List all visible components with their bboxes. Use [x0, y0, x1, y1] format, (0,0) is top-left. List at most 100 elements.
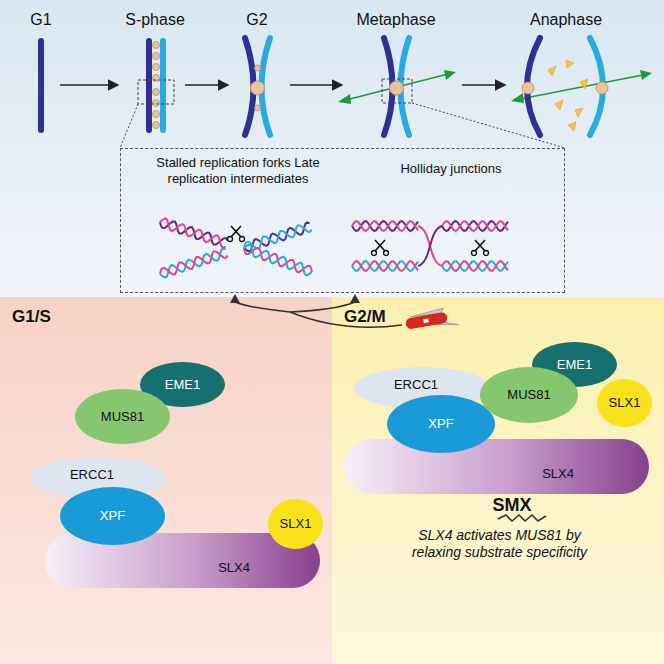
drawing-part [548, 66, 556, 76]
background [0, 0, 664, 297]
pull-arrow [444, 70, 456, 80]
dna-strand [442, 261, 508, 271]
protein-label: XPF [428, 416, 453, 432]
zoom-box [138, 80, 174, 104]
drawing-part [568, 122, 576, 131]
protein-blob: MUS81 [75, 389, 170, 444]
cohesin-beads [251, 65, 265, 111]
drawing-part [384, 251, 389, 256]
pull-arrow [338, 94, 351, 104]
dna-strand [418, 226, 442, 266]
drawing-part [410, 308, 444, 319]
dna-strand [352, 221, 418, 231]
scissors-icon [228, 226, 245, 242]
protein-label: MUS81 [101, 409, 144, 425]
inset-box: Stalled replication forks Late replicati… [120, 148, 565, 293]
drawing-part [412, 103, 565, 148]
protein-label: SLX4 [542, 466, 574, 482]
zoom-box [382, 79, 412, 103]
panel-text: Holliday junctions [366, 161, 536, 177]
dna-strand [418, 226, 442, 266]
stage-label: Anaphase [510, 10, 622, 29]
protein-label: EME1 [557, 357, 592, 373]
dna-strand [160, 219, 226, 248]
drawing-part [436, 317, 459, 329]
drawing-part [120, 104, 138, 148]
dna-strand [244, 245, 312, 276]
stage-label: S-phase [105, 10, 205, 29]
drawing-part [230, 294, 240, 303]
dna-strand [160, 251, 228, 274]
drawing-part [423, 318, 429, 323]
scissors-icon [472, 240, 489, 256]
drawing-part [240, 237, 245, 242]
drawing-part [555, 100, 563, 110]
drawing-part [153, 100, 160, 107]
drawing-part [350, 294, 360, 303]
drawing-part [405, 312, 448, 330]
drawing-part [153, 42, 160, 49]
dna-structures [160, 219, 508, 278]
drawing-part [580, 79, 588, 89]
drawing-part [375, 240, 385, 251]
drawing-part [60, 84, 118, 86]
drawing-part [231, 226, 241, 237]
drawing-part [255, 105, 261, 111]
protein-blob: SLX1 [268, 499, 323, 549]
drawing-part [575, 108, 583, 117]
protein-label: SLX1 [609, 395, 641, 411]
chromatid [160, 38, 166, 133]
drawing-part [255, 65, 261, 71]
bead [522, 82, 534, 94]
dna-strand [442, 221, 508, 231]
drawing-part [251, 81, 265, 95]
dna-strand [442, 221, 508, 231]
drawing-part [153, 89, 160, 96]
panel-heading: G2/M [344, 307, 434, 327]
drawing-part [472, 251, 477, 256]
curved-arrow [230, 294, 402, 327]
panel-text: SLX4 activates MUS81 by relaxing substra… [397, 527, 602, 561]
protein-label: ERCC1 [70, 467, 114, 483]
protein-label: EME1 [165, 377, 200, 393]
scribble-underline [498, 515, 546, 521]
protein-blob: MUS81 [480, 367, 578, 423]
protein-label: SLX4 [218, 560, 250, 576]
protein-scaffold: SLX4 [344, 439, 649, 494]
protein-blob: SLX1 [597, 379, 652, 427]
zoom-lines [120, 103, 565, 148]
stage-label: G2 [222, 10, 292, 29]
dna-strand [244, 225, 312, 248]
stage-arrows [60, 84, 505, 86]
protein-label: ERCC1 [394, 377, 438, 393]
spindle [342, 73, 452, 101]
drawing-part [228, 237, 233, 242]
drawing-part [153, 122, 160, 129]
cohesin-fragments [548, 60, 588, 131]
protein-blob: XPF [387, 395, 495, 453]
panel-heading: G1/S [12, 307, 102, 327]
drawing-part [153, 53, 160, 60]
edges-layer [230, 294, 402, 327]
dna-strand [352, 261, 418, 271]
drawing-part [185, 84, 228, 86]
drawing-part [462, 84, 505, 86]
panel-text: SMX [432, 495, 592, 517]
drawing-part [484, 251, 489, 256]
bead [596, 82, 608, 94]
drawing-part [231, 226, 241, 237]
drawing-part [375, 240, 385, 251]
scissors-icon [372, 240, 389, 256]
pull-arrow [511, 93, 524, 103]
protein-label: SLX1 [280, 516, 312, 532]
phase-panel: G1/SEME1MUS81ERCC1XPFSLX1SLX4 [0, 297, 332, 664]
knife-icon [404, 306, 459, 334]
drawing-part [153, 64, 160, 71]
phase-panel: G2/M SMX SLX4 activates MUS81 by relaxing … [332, 297, 664, 664]
protein-label: MUS81 [507, 387, 550, 403]
cohesin-beads [153, 42, 160, 129]
drawing-part [475, 240, 485, 251]
spindle [515, 74, 648, 100]
drawing-part [566, 60, 574, 68]
